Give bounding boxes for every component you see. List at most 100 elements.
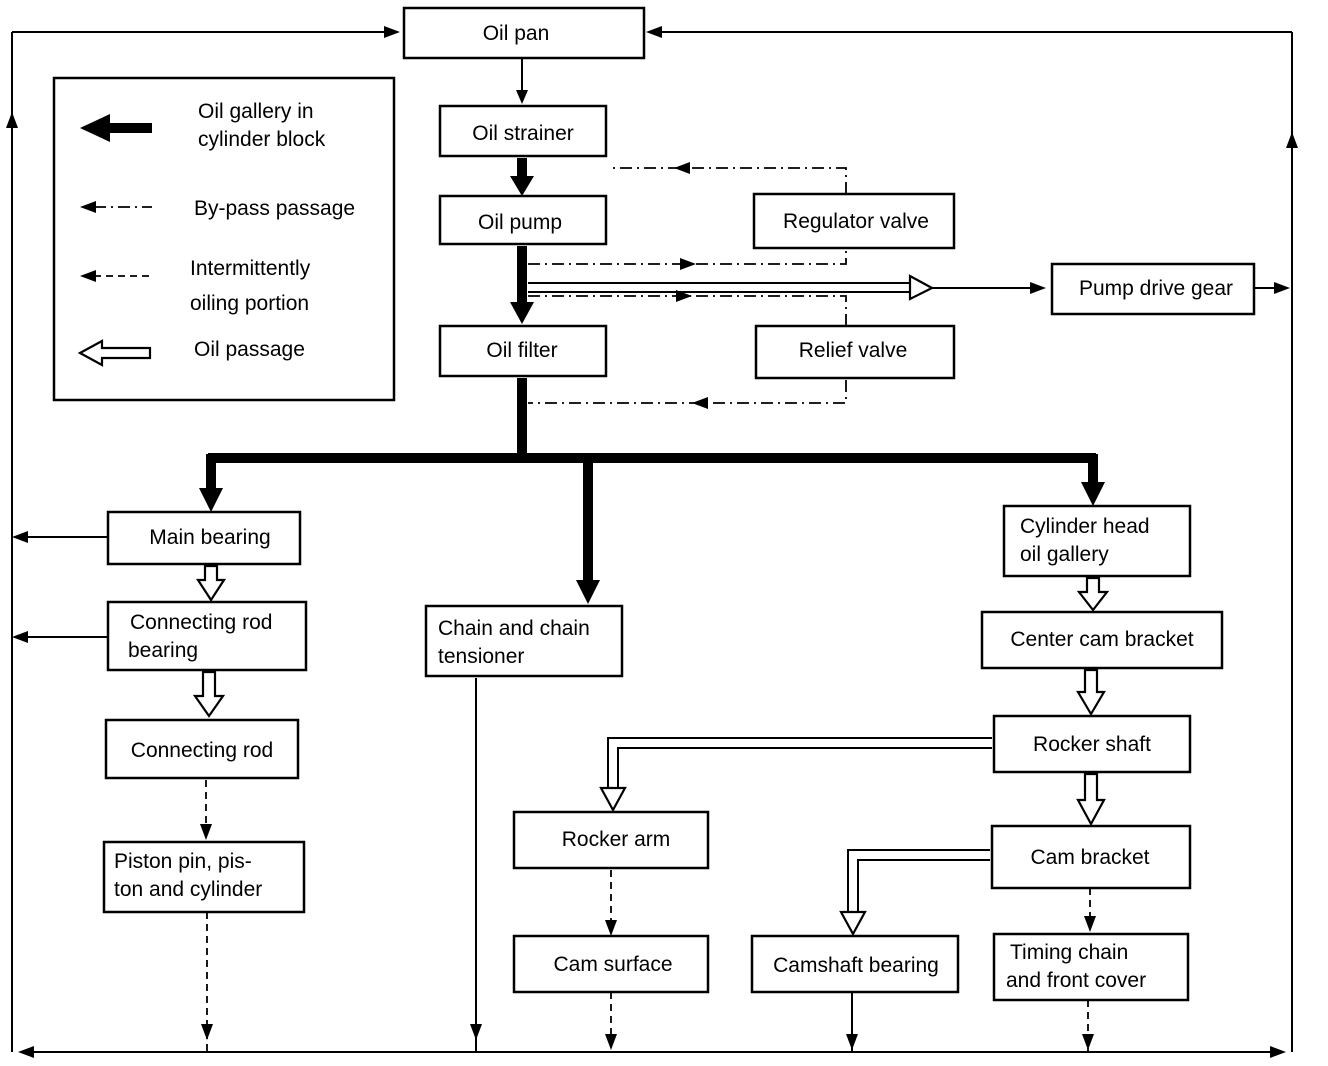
- camshaft-bearing-label: Camshaft bearing: [773, 954, 939, 977]
- connecting-rod-label: Connecting rod: [131, 739, 273, 762]
- strainer-to-pump-arrow: [510, 176, 534, 196]
- piston-pin-line2: ton and cylinder: [114, 878, 262, 901]
- oil-strainer-label: Oil strainer: [472, 122, 574, 145]
- piston-down-arrow: [201, 1024, 213, 1040]
- cam-bracket-label: Cam bracket: [1030, 846, 1149, 869]
- timing-chain-front-cover-box: Timing chain and front cover: [992, 932, 1190, 1002]
- center-cam-bracket-label: Center cam bracket: [1010, 628, 1193, 651]
- cam-to-timing-arrow: [1084, 916, 1096, 932]
- oil-strainer-box: Oil strainer: [438, 104, 608, 158]
- gallery-to-chain-arrow: [576, 580, 600, 604]
- regulator-bypass-bottom: [528, 248, 847, 265]
- main-bearing-out-arrow: [12, 531, 28, 543]
- main-bearing-box: Main bearing: [106, 510, 302, 566]
- legend-oil-gallery-line1: Oil gallery in: [198, 100, 314, 123]
- conrod-to-piston-arrow: [200, 824, 212, 840]
- head-to-center-cam-passage: [1076, 576, 1110, 612]
- cam-to-camshaft-inner: [857, 859, 990, 914]
- rocker-arm-label: Rocker arm: [562, 828, 671, 851]
- connectors: [6, 26, 1298, 1058]
- connecting-rod-bearing-box: Connecting rod bearing: [106, 600, 308, 672]
- rocker-shaft-box: Rocker shaft: [992, 714, 1192, 774]
- chain-down-arrow: [470, 1024, 482, 1040]
- cam-surface-box: Cam surface: [512, 934, 710, 994]
- cylinder-head-line2: oil gallery: [1020, 543, 1109, 566]
- oil-pump-label: Oil pump: [478, 211, 562, 234]
- conrod-bearing-out-arrow: [12, 631, 28, 643]
- conrod-bearing-to-conrod-passage: [192, 670, 226, 718]
- chain-tensioner-line2: tensioner: [438, 645, 524, 668]
- legend-bypass-arrowhead: [80, 201, 96, 213]
- chain-tensioner-line1: Chain and chain: [438, 617, 590, 640]
- relief-bypass-top-arrow: [676, 290, 692, 302]
- connecting-rod-box: Connecting rod: [104, 718, 300, 780]
- rocker-to-arm-arrow: [599, 786, 627, 813]
- main-to-conrod-passage: [195, 564, 227, 603]
- gallery-to-main-bearing-arrow: [199, 488, 223, 512]
- to-drive-gear-arrow: [1030, 282, 1046, 294]
- regulator-valve-box: Regulator valve: [752, 192, 956, 250]
- regulator-valve-label: Regulator valve: [783, 210, 929, 233]
- legend-intermittent-line1: Intermittently: [190, 257, 311, 280]
- arrow-bottom-left: [18, 1046, 34, 1058]
- connecting-rod-bearing-line2: bearing: [128, 639, 198, 662]
- relief-bypass-bottom: [528, 380, 847, 404]
- oil-pump-box: Oil pump: [438, 194, 608, 246]
- oil-filter-box: Oil filter: [438, 324, 608, 378]
- cam-surface-down-arrow: [605, 1034, 617, 1050]
- camshaft-down-arrow: [846, 1034, 858, 1050]
- relief-valve-label: Relief valve: [799, 339, 908, 362]
- relief-valve-box: Relief valve: [754, 324, 956, 380]
- regulator-bypass-bottom-arrow: [680, 258, 696, 270]
- oil-pan-box: Oil pan: [402, 6, 646, 60]
- cam-bracket-box: Cam bracket: [990, 824, 1192, 890]
- legend: Oil gallery in cylinder block By-pass pa…: [52, 76, 396, 402]
- oil-filter-label: Oil filter: [486, 339, 557, 362]
- piston-pin-line1: Piston pin, pis-: [114, 850, 252, 873]
- cam-surface-label: Cam surface: [553, 953, 672, 976]
- pan-to-strainer-arrow: [516, 90, 528, 104]
- component-boxes: Oil pan Oil strainer Oil pump Regulator …: [102, 6, 1256, 1002]
- arm-to-cam-surface-arrow: [605, 920, 617, 936]
- connecting-rod-bearing-line1: Connecting rod: [130, 611, 272, 634]
- center-cam-to-rocker-passage: [1076, 668, 1106, 717]
- cylinder-head-oil-gallery-box: Cylinder head oil gallery: [1002, 504, 1192, 578]
- legend-bypass-label: By-pass passage: [194, 197, 355, 220]
- main-bearing-label: Main bearing: [149, 526, 270, 549]
- gallery-to-head-arrow: [1081, 482, 1105, 506]
- legend-intermittent-arrowhead: [80, 270, 96, 282]
- legend-oil-gallery-arrowhead: [80, 114, 110, 142]
- chain-tensioner-box: Chain and chain tensioner: [424, 604, 624, 678]
- drive-gear-out-arrow: [1274, 282, 1290, 294]
- center-cam-bracket-box: Center cam bracket: [980, 610, 1224, 670]
- rocker-arm-box: Rocker arm: [512, 810, 710, 870]
- pump-drive-gear-label: Pump drive gear: [1079, 277, 1233, 300]
- arrow-left-up: [6, 112, 18, 128]
- timing-down-arrow: [1082, 1034, 1094, 1050]
- pump-drive-gear-box: Pump drive gear: [1050, 262, 1256, 316]
- timing-chain-line1: Timing chain: [1010, 941, 1128, 964]
- drive-gear-passage-arrow: [908, 274, 935, 301]
- rocker-to-arm-outer: [607, 737, 992, 790]
- rocker-to-arm-inner: [617, 747, 992, 790]
- rocker-shaft-label: Rocker shaft: [1033, 733, 1151, 756]
- arrow-into-oil-pan-left: [384, 26, 400, 38]
- regulator-bypass-top: [612, 167, 847, 194]
- cam-to-camshaft-outer: [847, 849, 990, 914]
- piston-pin-box: Piston pin, pis- ton and cylinder: [102, 840, 306, 914]
- arrow-into-oil-pan-right: [646, 26, 662, 38]
- relief-bypass-bottom-arrow: [692, 397, 708, 409]
- pump-to-filter-arrow: [510, 302, 534, 324]
- legend-oil-passage-label: Oil passage: [194, 338, 305, 361]
- timing-chain-line2: and front cover: [1006, 969, 1146, 992]
- camshaft-bearing-box: Camshaft bearing: [750, 934, 960, 994]
- legend-oil-gallery-line2: cylinder block: [198, 128, 326, 151]
- legend-oil-passage-icon: [77, 339, 152, 367]
- oil-pan-label: Oil pan: [483, 22, 550, 45]
- cylinder-head-line1: Cylinder head: [1020, 515, 1150, 538]
- cam-to-camshaft-arrow: [839, 910, 867, 937]
- rocker-to-cam-bracket-passage: [1076, 772, 1106, 827]
- arrow-right-up: [1286, 132, 1298, 148]
- legend-intermittent-line2: oiling portion: [190, 292, 309, 315]
